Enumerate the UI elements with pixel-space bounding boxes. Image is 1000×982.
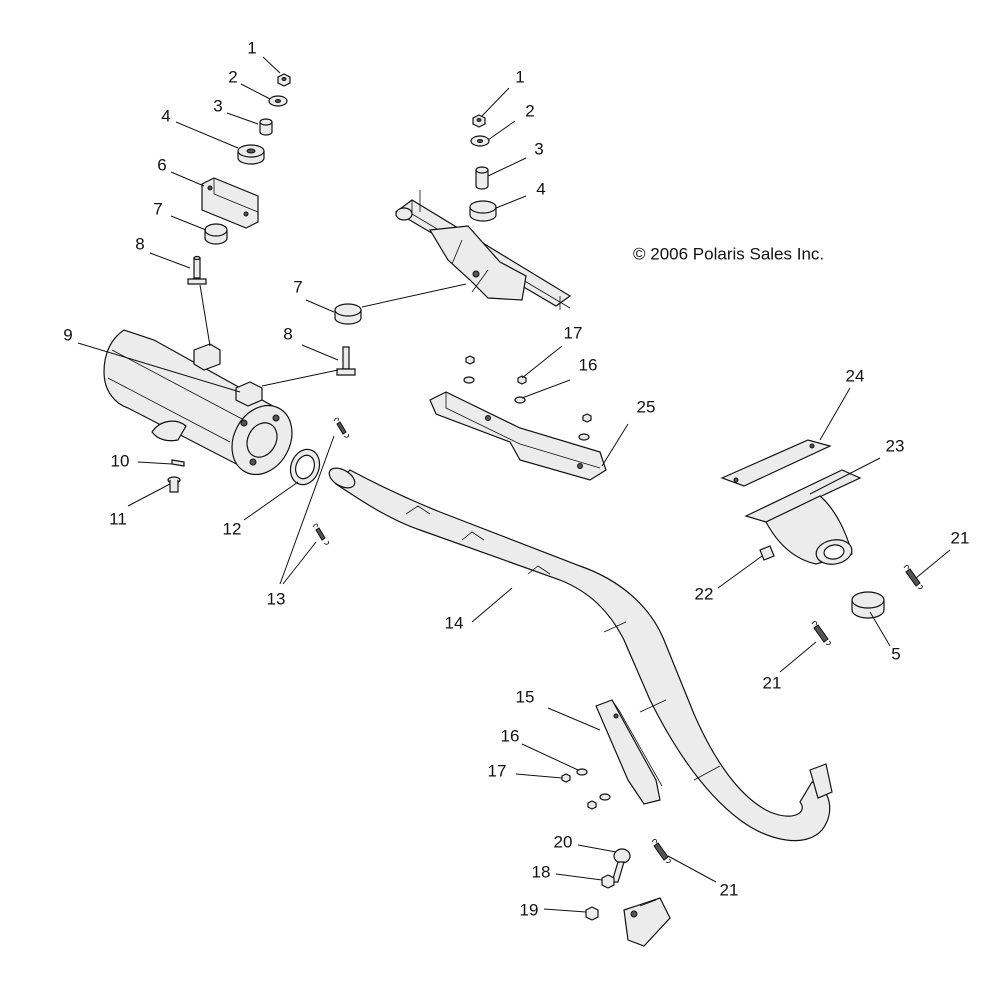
callout-23: 23 — [886, 436, 905, 455]
leader-lines — [77, 56, 951, 913]
bolt-left — [187, 255, 207, 285]
washer-right — [470, 135, 490, 147]
head-pipe-14 — [328, 467, 833, 842]
callout-24: 24 — [846, 366, 865, 385]
spring-13-lower — [312, 523, 330, 545]
callout-7-left: 7 — [153, 199, 162, 218]
bolt-20 — [611, 848, 631, 883]
heat-shield-25 — [429, 391, 607, 481]
callout-25: 25 — [637, 397, 656, 416]
callout-16-upper: 16 — [579, 355, 598, 374]
callout-11: 11 — [109, 509, 127, 528]
grommet-right — [469, 200, 497, 222]
spacer-right — [475, 166, 489, 190]
callout-14: 14 — [445, 613, 464, 632]
callout-13: 13 — [267, 589, 286, 608]
callout-2-right: 2 — [525, 101, 534, 120]
grommet-center — [334, 303, 362, 325]
callout-17-upper: 17 — [564, 323, 583, 342]
grommet-5 — [851, 591, 885, 619]
callout-1-right: 1 — [515, 67, 524, 86]
callout-8-center: 8 — [283, 324, 292, 343]
callout-3-right: 3 — [534, 139, 543, 158]
callout-7-center: 7 — [293, 277, 302, 296]
heat-shield-15 — [595, 699, 663, 805]
grommet-left — [237, 144, 265, 165]
muffler — [103, 329, 293, 475]
callout-5: 5 — [891, 644, 900, 663]
callout-9: 9 — [63, 325, 72, 344]
callout-21-lower: 21 — [720, 880, 739, 899]
frame-rail — [394, 190, 572, 310]
callout-20: 20 — [554, 832, 573, 851]
nut-right — [472, 114, 486, 128]
clip-10 — [171, 459, 185, 467]
callout-12: 12 — [223, 519, 242, 538]
callout-6: 6 — [157, 155, 166, 174]
callout-1-left: 1 — [247, 38, 256, 57]
callout-3-left: 3 — [213, 96, 222, 115]
nut-19 — [585, 906, 599, 921]
grommet-left-lower — [204, 223, 228, 245]
gasket-24 — [720, 439, 832, 487]
shield-hardware-lower — [561, 768, 611, 810]
callout-16-lower: 16 — [501, 726, 520, 745]
bolt-center — [336, 346, 356, 376]
shield-hardware-upper — [463, 355, 592, 441]
bracket-left — [201, 177, 259, 229]
callout-21-mid: 21 — [763, 673, 782, 692]
callout-8-left: 8 — [135, 234, 144, 253]
spring-21-lower — [651, 839, 671, 863]
callout-4-left: 4 — [161, 106, 170, 125]
mount-bracket — [623, 897, 671, 947]
callout-15: 15 — [516, 687, 535, 706]
washer-left — [268, 95, 288, 107]
spring-21-mid — [811, 621, 831, 645]
stud-22 — [759, 545, 775, 561]
callout-10: 10 — [111, 451, 130, 470]
spring-13-upper — [333, 417, 350, 438]
spacer-left — [259, 118, 273, 136]
spring-21-right — [903, 565, 923, 589]
nut-left — [277, 73, 291, 87]
callout-21-right: 21 — [951, 528, 970, 547]
screw-11 — [167, 476, 181, 493]
callouts: 1 2 3 4 6 7 8 9 10 11 12 13 14 1 2 3 4 7… — [63, 38, 969, 919]
callout-17-lower: 17 — [488, 761, 507, 780]
callout-22: 22 — [695, 584, 714, 603]
callout-4-right: 4 — [536, 179, 545, 198]
copyright-text: © 2006 Polaris Sales Inc. — [633, 244, 824, 263]
callout-2-left: 2 — [228, 67, 237, 86]
nut-18 — [601, 874, 615, 889]
callout-19: 19 — [520, 900, 539, 919]
callout-18: 18 — [532, 862, 551, 881]
gasket-12 — [289, 448, 321, 486]
